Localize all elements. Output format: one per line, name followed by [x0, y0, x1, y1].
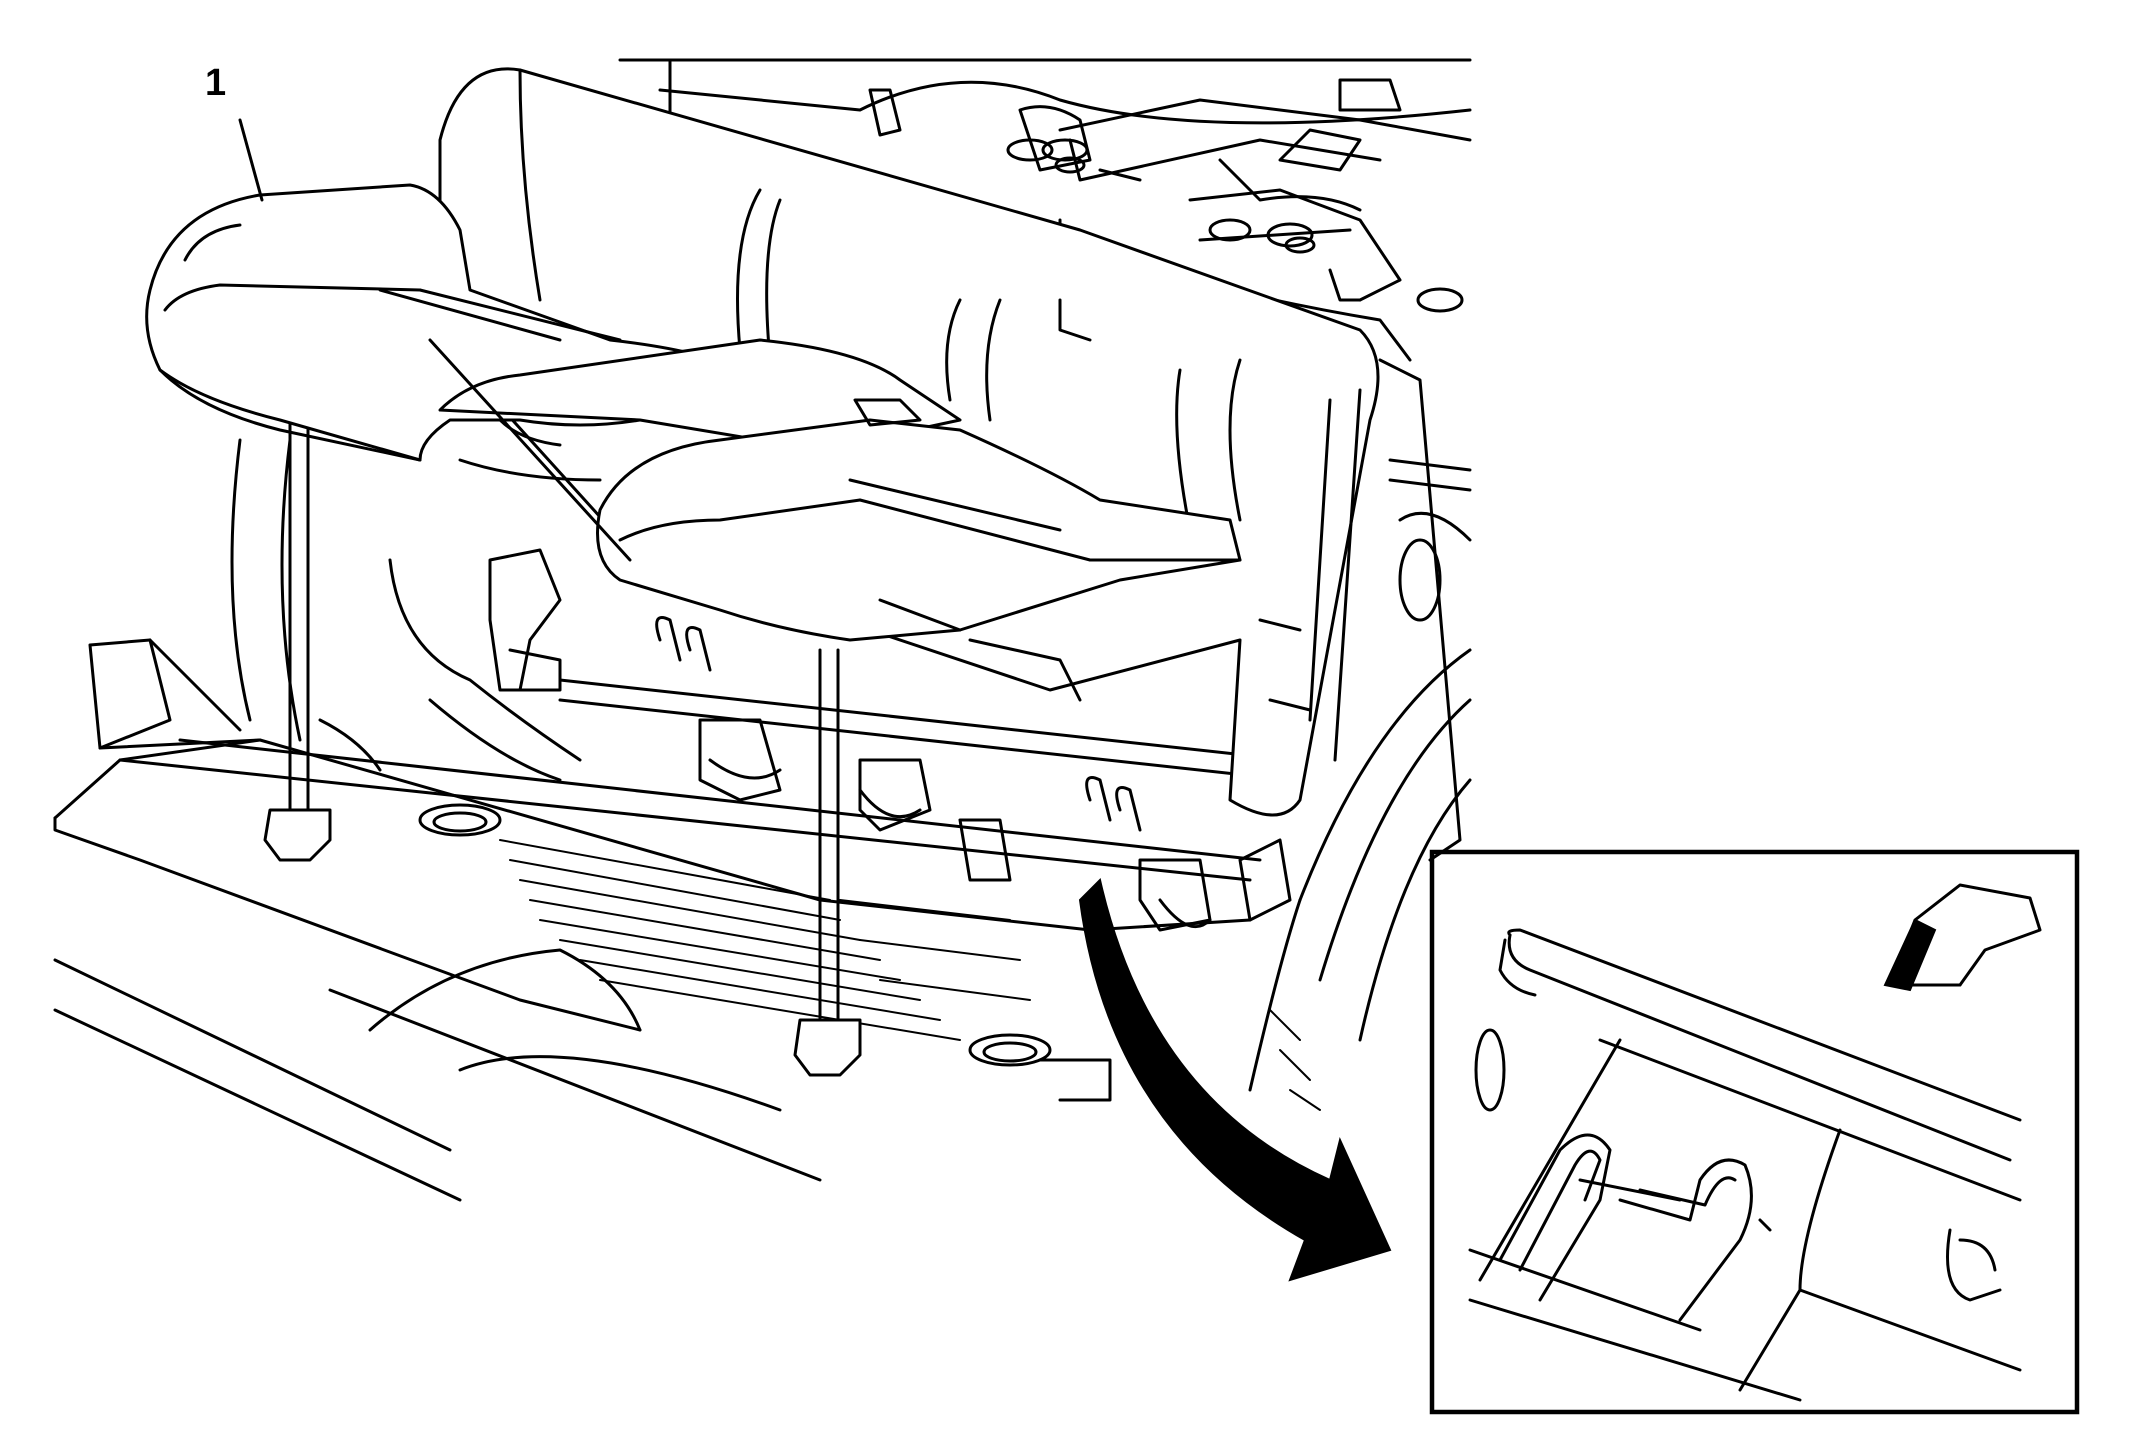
rear-seat-assembly: [145, 67, 1380, 817]
detail-inset: [1429, 849, 2080, 1415]
callout-leader-line: [238, 118, 264, 202]
install-guide-lines: [263, 58, 1062, 1077]
curved-arrow-icon: [1078, 878, 1392, 1282]
seat-latches: [488, 548, 1292, 932]
direction-arrow-icon: [1883, 883, 2042, 992]
callout-number-1: 1: [205, 62, 227, 104]
